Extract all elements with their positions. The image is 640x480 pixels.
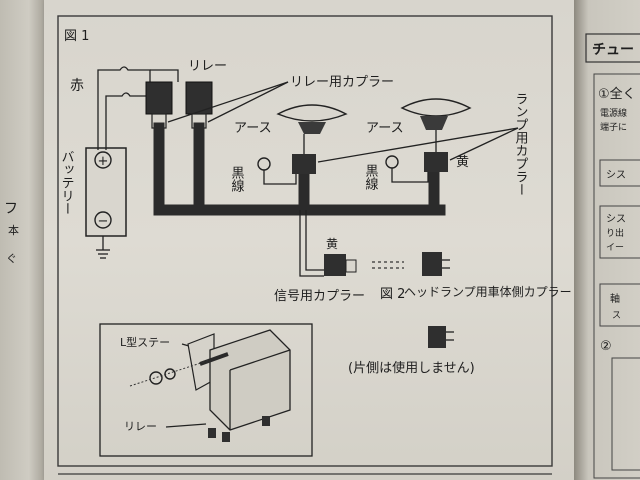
black-wire-terminal-left <box>257 157 271 171</box>
earth-right-label: アース <box>366 121 404 136</box>
relay-label: リレー <box>188 59 227 74</box>
battery-plus-sign: + <box>98 154 109 169</box>
signal-coupler-label: 信号用カプラー <box>274 289 365 304</box>
earth-left-label: アース <box>234 121 272 136</box>
right-outer-frame <box>593 73 640 479</box>
right-box-2-text-a: シス <box>606 214 626 225</box>
red-wire-1 <box>97 66 151 150</box>
battery-label: バッテリー <box>59 150 75 215</box>
harness-main <box>153 122 446 216</box>
inset-terminal-3 <box>262 416 270 426</box>
lamp-coupler-label: ランプ用カプラー <box>513 92 529 196</box>
body-coupler-upper <box>422 252 442 276</box>
relay-bridge-wire <box>150 69 179 82</box>
right-box-2-text-b: り出 <box>606 227 624 239</box>
lamp-coupler-right <box>424 152 448 172</box>
signal-coupler-tab <box>345 259 357 273</box>
figure-1-label: 図 1 <box>64 29 89 44</box>
left-strip-text-2: 本 <box>8 223 19 237</box>
battery-minus-terminal <box>94 211 112 229</box>
one-side-unused-note: (片側は使用しません) <box>348 360 475 376</box>
battery-label-text: バッテリー <box>59 150 75 215</box>
relay-inset-edge-1 <box>229 349 291 371</box>
headlamp-left <box>276 104 348 122</box>
manual-page <box>44 0 592 480</box>
right-title-box <box>585 33 640 63</box>
right-line-2: 端子に <box>600 121 627 133</box>
right-page-title: チュー <box>592 42 634 58</box>
black-wire-terminal-right <box>385 155 399 169</box>
inset-frame <box>99 323 313 457</box>
left-strip-text-1: フ <box>4 201 18 217</box>
right-line-1: 電源線 <box>600 107 627 119</box>
signal-wire-1 <box>299 210 324 277</box>
l-stay-label: L型ステー <box>120 335 170 349</box>
lamp-coupler-leader-2 <box>449 127 519 161</box>
yellow-right-label: 黄 <box>456 155 469 170</box>
relay-inset-body <box>209 329 291 431</box>
figure-frame <box>57 15 553 467</box>
black-wire-right-label: 黒線 <box>363 164 379 190</box>
inset-terminal-1 <box>208 428 216 438</box>
relay-inset-label: リレー <box>124 420 157 433</box>
headlamp-right-base <box>420 116 448 130</box>
black-wire-left-label: 黒線 <box>229 166 245 192</box>
inset-terminal-2 <box>222 432 230 442</box>
right-box-3 <box>599 283 640 327</box>
lamp-coupler-left <box>292 154 316 174</box>
lamp-coupler-leader-1 <box>317 127 519 163</box>
right-box-2 <box>599 205 640 259</box>
left-page-edge <box>0 0 48 480</box>
right-box-2-text-c: イー <box>606 243 624 253</box>
signal-yellow-label: 黄 <box>326 237 338 251</box>
right-box-3-text-a: 軸 <box>610 292 620 305</box>
red-wire-label: 赤 <box>70 78 84 94</box>
right-box-1-text: シス <box>606 170 626 181</box>
relay-coupler-leader-2 <box>207 81 289 123</box>
headlamp-coupler-label: ヘッドランプ用車体側カプラー <box>404 285 572 299</box>
right-box-4 <box>611 357 640 471</box>
right-step-1: ①全く <box>598 86 636 102</box>
inset-washer-2 <box>164 368 176 380</box>
relay-coupler-leader-1 <box>167 81 289 123</box>
battery-minus-sign: − <box>98 214 109 229</box>
body-coupler-lower <box>428 326 446 348</box>
signal-wire-2 <box>305 210 324 271</box>
signal-coupler <box>324 254 346 276</box>
relay-coupler-label: リレー用カプラー <box>290 75 394 90</box>
black-wire-right <box>391 168 429 183</box>
black-wire-left <box>263 170 297 185</box>
inset-bolt <box>199 352 229 366</box>
battery-plus-terminal <box>94 151 112 169</box>
relay-left <box>145 81 173 115</box>
right-step-2: ② <box>600 339 612 354</box>
red-wire-2 <box>105 92 150 150</box>
figure-2-label: 図 2 <box>380 287 405 302</box>
right-box-1 <box>599 159 640 187</box>
right-page <box>574 0 640 480</box>
headlamp-left-base <box>298 122 326 134</box>
inset-washer-1 <box>149 371 163 385</box>
headlamp-right <box>400 98 472 117</box>
left-strip-text-3: ぐ <box>6 252 17 265</box>
right-box-3-text-b: ス <box>612 311 621 321</box>
relay-inset-leader <box>165 423 207 428</box>
battery-body <box>85 147 127 237</box>
